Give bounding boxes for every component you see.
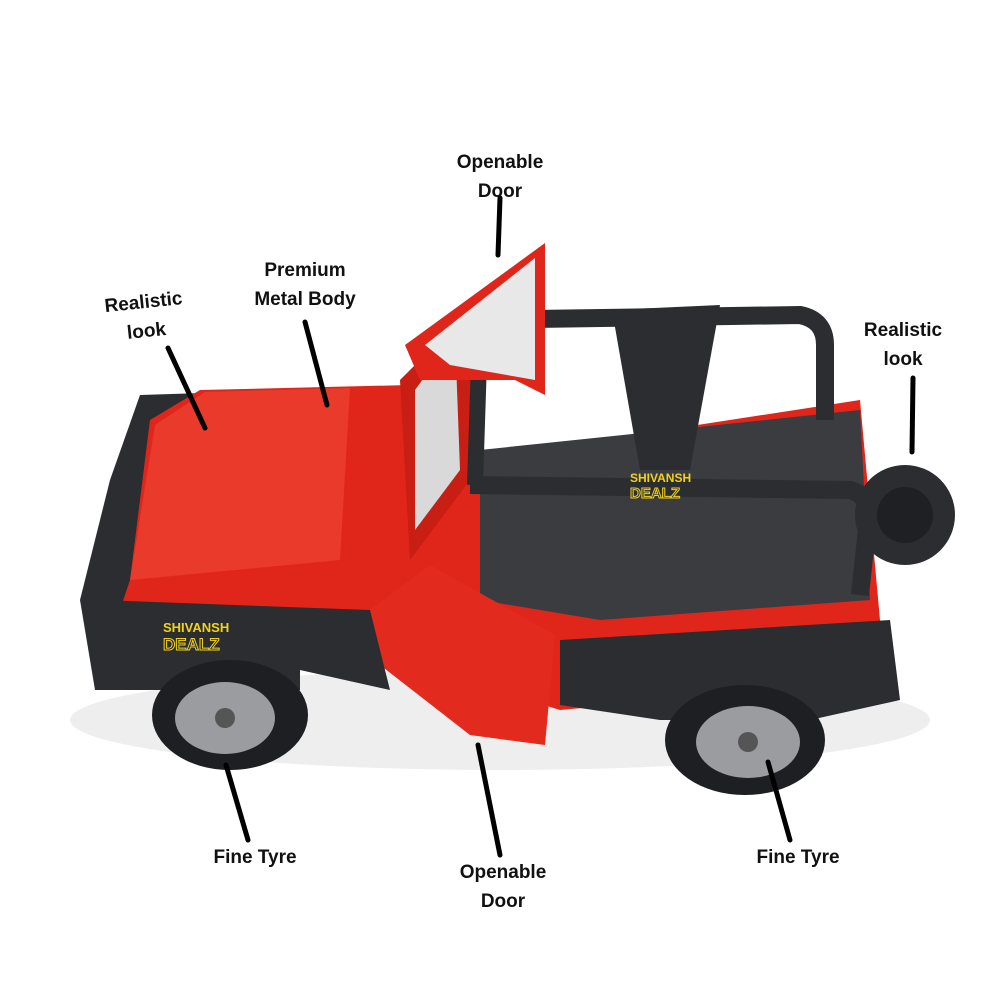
watermark-line1: SHIVANSH <box>163 620 229 635</box>
front-fender <box>560 620 900 720</box>
label-realistic-look-right: Realistic look <box>863 320 943 370</box>
pointer-lines <box>165 195 916 858</box>
watermark-line2-b: DEALZ <box>630 485 680 502</box>
rear-wheel <box>152 660 308 770</box>
open-door-bottom <box>370 565 555 745</box>
watermark-line2: DEALZ <box>163 635 220 654</box>
front-wheel <box>665 685 825 795</box>
windshield <box>415 335 460 530</box>
label-realistic-look-left: Realistic look <box>103 288 184 344</box>
roll-bar-center <box>612 305 720 470</box>
label-fine-tyre-right: Fine Tyre <box>756 847 840 868</box>
label-fine-tyre-left: Fine Tyre <box>213 847 297 868</box>
roll-bar-top <box>469 305 834 420</box>
hood <box>130 388 350 580</box>
interior <box>480 410 870 620</box>
watermark-line1-b: SHIVANSH <box>630 471 691 485</box>
rear-fender <box>100 600 390 690</box>
label-premium-metal-body: Premium Metal Body <box>254 260 356 310</box>
label-openable-door-top: Openable Door <box>456 152 544 202</box>
label-openable-door-bottom: Openable Door <box>459 862 547 912</box>
